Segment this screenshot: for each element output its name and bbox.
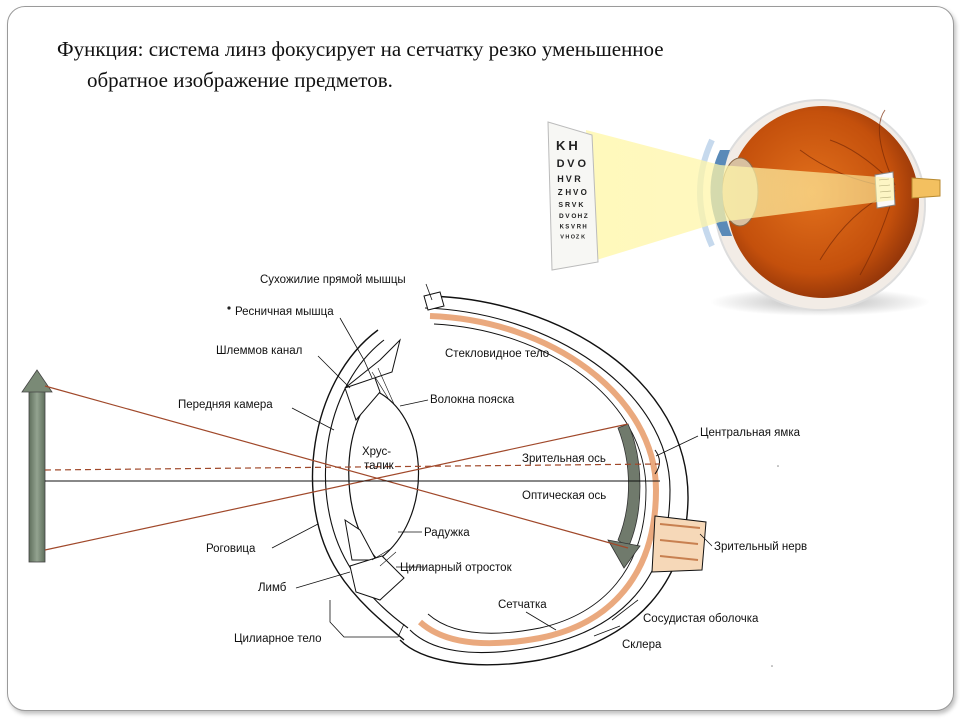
label-lens-line-2: талик (364, 460, 395, 472)
light-beam (586, 130, 894, 262)
label-ciliary-process: Цилиарный отросток (400, 562, 513, 574)
eye-chart-letter: O (571, 213, 576, 220)
eye-chart-letter: R (565, 202, 570, 209)
label-sclera: Склера (622, 639, 662, 651)
eye-chart-letter: D (559, 213, 564, 220)
label-anterior-chamber: Передняя камера (178, 399, 273, 411)
eye-chart-letter: V (566, 174, 572, 184)
label-iris: Радужка (424, 527, 470, 539)
dot-mark (227, 306, 231, 310)
eye-chart-letter: K (556, 138, 566, 153)
eye-chart-letter: Z (558, 188, 563, 197)
image-arrow (607, 423, 641, 569)
label-choroid: Сосудистая оболочка (643, 613, 759, 625)
title-line-2: обратное изображение предметов. (87, 68, 393, 92)
label-lens-line-1: Хрус- (362, 446, 391, 458)
leader-lines (271, 283, 713, 638)
eye-chart-letter: H (568, 138, 577, 153)
eye-chart-letter: O (571, 235, 576, 241)
label-cornea: Роговица (206, 543, 256, 555)
eye-chart-letter: K (578, 202, 583, 209)
label-retina: Сетчатка (498, 599, 547, 611)
label-schlemm-canal: Шлеммов канал (216, 345, 302, 357)
label-fovea: Центральная ямка (700, 427, 801, 439)
eye-chart-letter: V (571, 225, 575, 231)
eye-cross-section (311, 291, 707, 666)
eye-chart-letter: V (565, 213, 570, 220)
eye-chart-letter: H (557, 174, 564, 184)
fovea-dent (654, 449, 660, 475)
eye-chart-letter: Z (584, 213, 588, 220)
diagram-labels: Сухожилие прямой мышцы Ресничная мышца Ш… (178, 274, 807, 651)
label-limbus: Лимб (258, 582, 287, 594)
image-arrow-head (607, 539, 641, 569)
label-zonule: Волокна пояска (430, 394, 515, 406)
eye-chart-letter: D (557, 158, 565, 170)
dot-mark (771, 665, 773, 667)
eye-chart-letter: O (578, 158, 587, 170)
label-ciliary-muscle: Ресничная мышца (235, 306, 334, 318)
eye-chart-letter: V (567, 158, 575, 170)
retina-band (417, 313, 660, 647)
label-vitreous: Стекловидное тело (445, 348, 549, 360)
eye-chart-letter: H (565, 235, 569, 241)
ray-bottom (44, 423, 629, 551)
label-visual-axis: Зрительная ось (522, 453, 606, 465)
eye-chart-letter: S (558, 202, 563, 209)
object-arrow-head (21, 369, 53, 393)
eye-chart-letter: H (565, 188, 571, 197)
eye-chart-letter: K (560, 225, 565, 231)
object-arrow-shaft (28, 389, 46, 563)
eye-chart-letter: V (560, 235, 564, 241)
retina-inner-line (427, 323, 647, 634)
eye-chart-letter: H (582, 225, 586, 231)
cornea-outer (311, 329, 405, 641)
ciliary-lower (349, 555, 405, 601)
rectus-tendon (423, 291, 445, 311)
eye-chart-letter: H (578, 213, 583, 220)
label-optic-nerve: Зрительный нерв (714, 541, 807, 553)
eye-chart-letter: V (572, 202, 577, 209)
optic-nerve-fibers (659, 523, 701, 561)
eye-chart-letter: O (581, 188, 587, 197)
light-rays (44, 385, 661, 551)
eye-chart-letter: S (565, 225, 569, 231)
eye-chart-letter: R (574, 174, 581, 184)
optic-nerve-stub (911, 177, 941, 199)
eye-chart-letter: R (577, 225, 582, 231)
eye-chart-card (547, 121, 599, 271)
title-line-1: Функция: система линз фокусирует на сетч… (57, 37, 664, 61)
slide-title: Функция: система линз фокусирует на сетч… (57, 34, 857, 96)
eye-chart-letter: V (573, 188, 579, 197)
label-tendon: Сухожилие прямой мышцы (260, 274, 406, 286)
object-arrow (21, 369, 53, 563)
eye-chart-letter: K (581, 235, 585, 241)
zonule-fibers (371, 367, 397, 567)
optic-nerve (651, 515, 707, 573)
eye-chart-letter: Z (576, 235, 580, 241)
visual-axis-ray (44, 463, 661, 471)
label-optical-axis: Оптическая ось (522, 490, 606, 502)
label-ciliary-body: Цилиарное тело (234, 633, 322, 645)
dot-mark (777, 465, 779, 467)
